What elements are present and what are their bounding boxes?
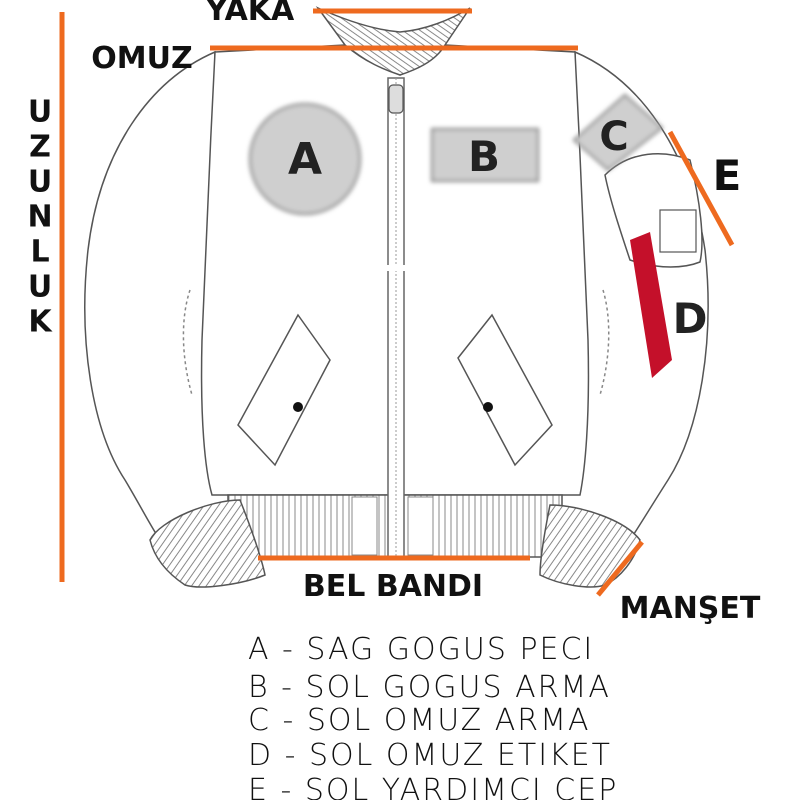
measurement-lines [59, 8, 735, 597]
collar [315, 6, 471, 76]
patch-b: B [431, 128, 539, 182]
legend-item-e: E - SOL YARDIMCI CEP [248, 773, 618, 800]
shoulder-label: OMUZ [91, 41, 192, 76]
collar-label: YAKA [205, 0, 295, 28]
legend-item-a: A - SAG GOGUS PECI [248, 632, 594, 667]
zipper-pull [388, 84, 404, 114]
patch-b-label: B [468, 132, 500, 181]
patch-a-label: A [288, 134, 322, 185]
legend-item-c: C - SOL OMUZ ARMA [248, 703, 591, 738]
shoulder-tag: D [630, 232, 707, 378]
cuff-line [596, 540, 644, 597]
side-pocket-label: E [713, 151, 742, 200]
length-label: UZUNLUK [23, 95, 58, 340]
patch-a: A [249, 103, 361, 215]
jacket-drawing [84, 6, 709, 588]
cuff-label: MANŞET [620, 591, 761, 626]
patch-c-label: C [599, 114, 628, 160]
waistband-label: BEL BANDI [303, 569, 483, 604]
patch-c: C [572, 93, 664, 172]
left-cuff [149, 499, 266, 588]
legend-item-b: B - SOL GOGUS ARMA [248, 670, 611, 705]
patch-d-label: D [673, 294, 708, 343]
right-pocket [457, 313, 553, 467]
legend: A - SAG GOGUS PECI B - SOL GOGUS ARMA C … [248, 632, 618, 804]
left-pocket [237, 313, 331, 467]
side-pocket-line [667, 130, 735, 247]
legend-item-d: D - SOL OMUZ ETIKET [248, 738, 612, 773]
